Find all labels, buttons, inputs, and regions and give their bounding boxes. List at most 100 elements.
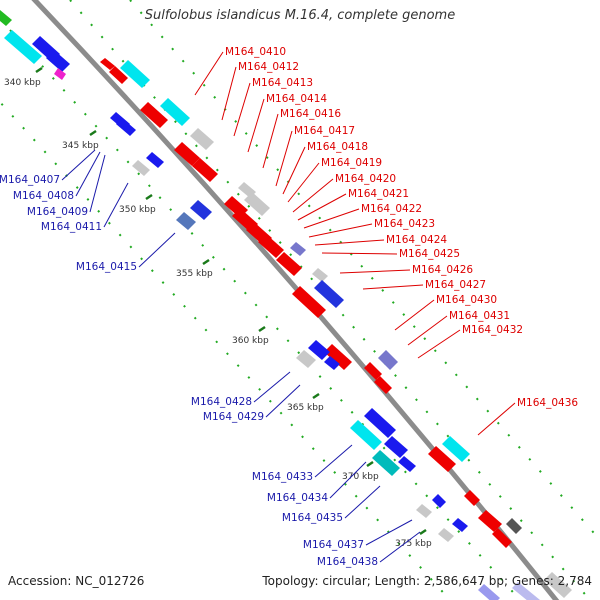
gene-0425 (290, 242, 306, 256)
forward-gene-label[interactable]: M164_0424 (386, 234, 447, 246)
tick-label: 360 kbp (232, 336, 269, 346)
gene-bottom-a (478, 584, 500, 600)
gene-0410 (120, 60, 150, 88)
gene-label-leader (253, 371, 291, 403)
forward-gene-label[interactable]: M164_0417 (294, 125, 355, 137)
forward-gene-label[interactable]: M164_0423 (374, 218, 435, 230)
forward-gene-label[interactable]: M164_0414 (266, 93, 327, 105)
gene-label-leader (379, 531, 421, 563)
forward-gene-label[interactable]: M164_0419 (321, 157, 382, 169)
reverse-gene-label[interactable]: M164_0408 (13, 190, 74, 202)
gene-label-leader (308, 223, 373, 238)
reverse-gene-label[interactable]: M164_0434 (267, 492, 328, 504)
gene-label-leader (265, 384, 301, 418)
gene-0429 (324, 356, 340, 370)
reverse-gene-label[interactable]: M164_0437 (303, 539, 364, 551)
gene-0438b (438, 528, 454, 542)
reverse-gene-labels: M164_0407M164_0408M164_0409M164_0411M164… (0, 149, 421, 568)
forward-gene-label[interactable]: M164_0413 (252, 77, 313, 89)
forward-gene-label[interactable]: M164_0430 (436, 294, 497, 306)
gene-0412b (100, 58, 115, 70)
forward-gene-label[interactable]: M164_0425 (399, 248, 460, 260)
gene-0432 (364, 362, 382, 380)
reverse-gene-label[interactable]: M164_0429 (203, 411, 264, 423)
gene-bottom-b (512, 582, 540, 600)
reverse-gene-label[interactable]: M164_0438 (317, 556, 378, 568)
forward-gene-label[interactable]: M164_0416 (280, 108, 341, 120)
gene-left-a (4, 30, 42, 64)
tick-label: 340 kbp (4, 78, 41, 88)
gene-0431 (378, 350, 398, 370)
reverse-gene-label[interactable]: M164_0435 (282, 512, 343, 524)
forward-gene-label[interactable]: M164_0427 (425, 279, 486, 291)
forward-gene-label[interactable]: M164_0426 (412, 264, 473, 276)
reverse-gene-label[interactable]: M164_0407 (0, 174, 60, 186)
gene-0435 (398, 456, 416, 472)
gene-0433b (350, 420, 382, 450)
gene-label-leader (365, 519, 413, 546)
gene-label-leader (339, 269, 411, 274)
gene-label-leader (292, 178, 334, 213)
gene-0415 (190, 200, 212, 220)
forward-gene-label[interactable]: M164_0432 (462, 324, 523, 336)
gene-label-leader (314, 444, 353, 478)
gene-label-leader (89, 154, 106, 213)
reverse-gene-label[interactable]: M164_0428 (191, 396, 252, 408)
forward-gene-label[interactable]: M164_0436 (517, 397, 578, 409)
forward-gene-label[interactable]: M164_0431 (449, 310, 510, 322)
gene-label-leader (282, 146, 306, 195)
gene-0436b (428, 446, 456, 472)
gene-label-leader (297, 193, 347, 221)
gene-label-leader (362, 284, 424, 290)
gene-0424 (258, 234, 284, 258)
gene-0411 (146, 152, 164, 168)
gene-left-c (46, 50, 70, 72)
gene-0440 (478, 510, 502, 532)
tick-label: 355 kbp (176, 269, 213, 279)
gene-label-leader (344, 485, 381, 519)
gene-0420 (244, 192, 270, 216)
gene-label-leader (75, 151, 101, 197)
tick-label: 365 kbp (287, 403, 324, 413)
reverse-gene-label[interactable]: M164_0415 (76, 261, 137, 273)
topology-info-text: Topology: circular; Length: 2,586,647 bp… (262, 574, 592, 588)
accession-text: Accession: NC_012726 (8, 574, 145, 588)
forward-gene-label[interactable]: M164_0412 (238, 61, 299, 73)
forward-gene-labels: M164_0410M164_0412M164_0413M164_0414M164… (194, 46, 578, 436)
tick-label: 345 kbp (62, 141, 99, 151)
forward-gene-label[interactable]: M164_0422 (361, 203, 422, 215)
gene-0416 (190, 128, 214, 150)
gene-0442 (492, 528, 512, 548)
reverse-gene-label[interactable]: M164_0411 (41, 221, 102, 233)
gene-0415b (176, 212, 196, 230)
gene-label-leader (303, 208, 360, 229)
gene-left-d (0, 10, 12, 26)
gene-0427b (314, 280, 344, 308)
gene-0437 (432, 494, 446, 508)
map-title: Sulfolobus islandicus M.16.4, complete g… (144, 8, 456, 23)
gene-0412 (109, 66, 128, 84)
gene-0418 (192, 158, 218, 182)
forward-gene-label[interactable]: M164_0410 (225, 46, 286, 58)
gene-0427 (292, 286, 326, 318)
forward-gene-label[interactable]: M164_0418 (307, 141, 368, 153)
gene-0438 (452, 518, 468, 532)
reverse-gene-label[interactable]: M164_0409 (27, 206, 88, 218)
gene-0434b (372, 450, 400, 476)
tick-label: 370 kbp (342, 472, 379, 482)
gene-label-leader (233, 82, 251, 137)
reverse-gene-label[interactable]: M164_0433 (252, 471, 313, 483)
forward-gene-label[interactable]: M164_0421 (348, 188, 409, 200)
gene-left-e (54, 68, 66, 80)
tick-label: 375 kbp (395, 539, 432, 549)
gene-label-leader (221, 66, 237, 121)
gene-label-leader (477, 402, 516, 436)
forward-gene-label[interactable]: M164_0420 (335, 173, 396, 185)
gene-0426b (312, 268, 328, 282)
gene-0428b (296, 350, 316, 368)
gene-0426 (276, 252, 302, 276)
gene-0417 (174, 142, 200, 166)
